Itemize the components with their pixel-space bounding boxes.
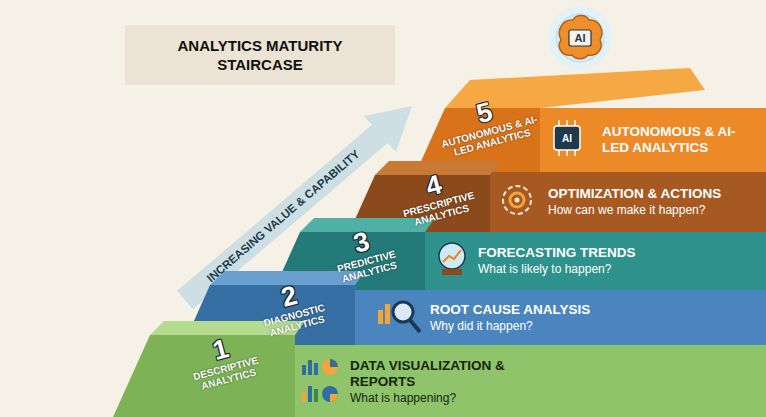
band-heading: OPTIMIZATION & ACTIONS [548, 186, 763, 202]
ai-badge [569, 30, 591, 46]
band-heading: DATA VISUALIZATION & REPORTS [350, 358, 535, 390]
ai-chip-icon [574, 150, 576, 156]
bar-chart-icon [308, 386, 312, 402]
level-band-text: ROOT CAUSE ANALYSISWhy did it happen? [430, 296, 730, 340]
crystal-ball-icon [439, 243, 465, 269]
band-question: Why did it happen? [430, 319, 730, 334]
diagram-title: ANALYTICS MATURITY STAIRCASE [155, 36, 365, 74]
bar-chart-icon [308, 360, 312, 375]
magnifier-icon [410, 320, 420, 332]
pie-chart-icon [322, 386, 338, 402]
level-band-text: AUTONOMOUS & AI-LED ANALYTICS [602, 114, 762, 166]
bar-chart-icon [314, 363, 318, 375]
crystal-ball-icon [442, 269, 462, 275]
step-number: 4 [423, 170, 445, 201]
bar-chart-icon [314, 389, 318, 402]
gear-icon [510, 193, 524, 207]
step-face [113, 335, 766, 417]
gear-icon [503, 186, 531, 214]
step-face [217, 232, 766, 417]
level-band-text: FORECASTING TRENDSWhat is likely to happ… [478, 238, 758, 284]
step-number: 1 [210, 334, 232, 365]
ai-glow [548, 6, 612, 70]
step-number: 5 [473, 97, 495, 128]
pie-chart-icon [330, 394, 338, 402]
ai-chip-icon [566, 150, 568, 156]
magnifier-icon [378, 310, 383, 324]
ai-chip-icon [554, 126, 580, 150]
ai-chip-icon [574, 120, 576, 126]
band-heading: AUTONOMOUS & AI-LED ANALYTICS [602, 124, 762, 156]
level-band-text: OPTIMIZATION & ACTIONSHow can we make it… [548, 177, 763, 227]
brain-icon [559, 16, 601, 59]
band-question: What is likely to happen? [478, 262, 758, 277]
ai-glow [556, 14, 604, 62]
step-number: 2 [278, 281, 300, 312]
magnifier-icon [385, 304, 390, 324]
ai-chip-icon [558, 150, 560, 156]
value-arrow-head [364, 106, 412, 152]
band-heading: ROOT CAUSE ANALYSIS [430, 302, 730, 318]
band-heading: FORECASTING TRENDS [478, 245, 758, 261]
level-band-text: DATA VISUALIZATION & REPORTSWhat is happ… [350, 352, 535, 412]
band-question: What is happening? [350, 391, 535, 406]
magnifier-icon [393, 302, 413, 322]
bar-chart-icon [302, 365, 306, 375]
pie-chart-icon [322, 359, 338, 375]
ai-chip-icon [566, 120, 568, 126]
crystal-ball-icon [443, 250, 461, 262]
ai-chip-icon [558, 120, 560, 126]
level-band [295, 345, 766, 417]
gear-icon [515, 198, 520, 203]
ai-chip-text: AI [562, 133, 572, 144]
title-box: ANALYTICS MATURITY STAIRCASE [125, 25, 395, 85]
band-question: How can we make it happen? [548, 203, 763, 218]
pie-chart-icon [330, 359, 338, 367]
bar-chart-icon [302, 392, 306, 402]
step-number: 3 [350, 227, 372, 258]
ai-badge-text: AI [575, 32, 586, 44]
